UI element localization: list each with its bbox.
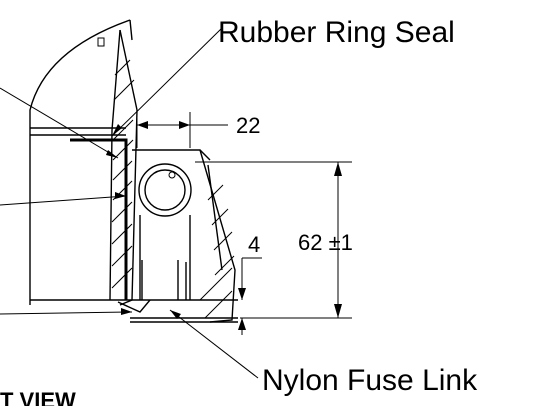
dimension-22-label: 22: [236, 113, 260, 138]
dimension-4: [238, 257, 262, 335]
rubber-ring-seal-label: Rubber Ring Seal: [218, 16, 455, 49]
dimension-22: [136, 112, 228, 148]
nylon-fuse-link-leader: [169, 309, 259, 379]
view-title: T VIEW: [0, 388, 76, 406]
dimension-4-label: 4: [248, 232, 260, 257]
housing-outline: [29, 19, 133, 305]
bottom-clip: [117, 299, 238, 323]
right-wall-section: [199, 149, 236, 323]
inner-lines: [30, 127, 238, 301]
nylon-fuse-link-label: Nylon Fuse Link: [262, 364, 478, 397]
dimension-62: [195, 161, 352, 319]
left-wall-section: [109, 29, 138, 306]
rubber-ring-seal-leader: [111, 27, 223, 137]
seal-channel: [132, 149, 211, 300]
dimension-62-label: 62 ±1: [298, 230, 353, 255]
leader-lines-left: [0, 87, 133, 315]
